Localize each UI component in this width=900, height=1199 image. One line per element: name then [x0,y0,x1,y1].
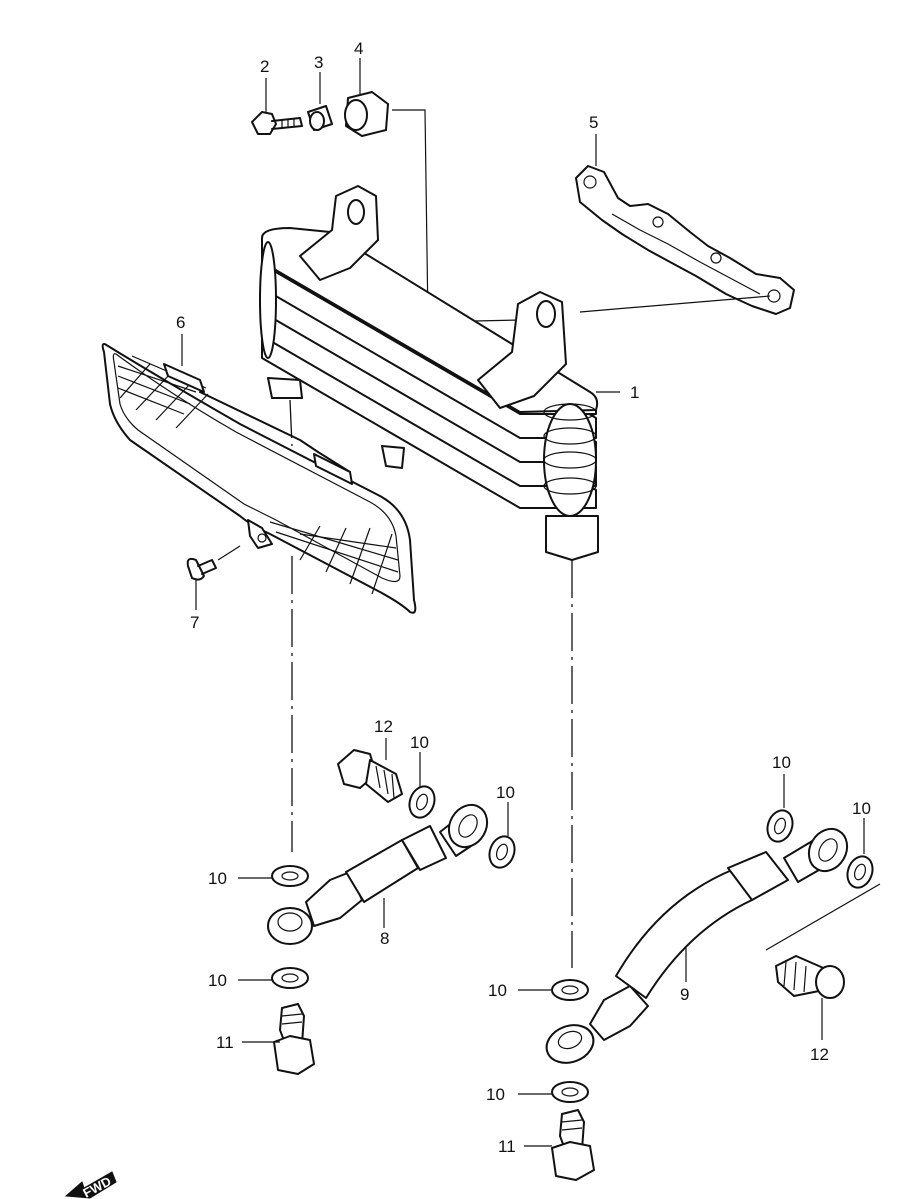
callout-10-b: 10 [496,783,515,802]
part-10-washer-f [846,855,874,889]
part-5-bracket [575,165,795,315]
part-12-union-bolt-right [775,955,845,999]
callout-10-d: 10 [208,971,227,990]
part-10-washer-b [488,835,516,869]
part-1-oil-cooler [259,185,599,561]
part-12-union-bolt-upper [337,749,403,803]
part-4-cushion [344,91,389,137]
part-10-washer-d [271,967,309,989]
callout-12-upper: 12 [374,717,393,736]
callout-10-g: 10 [488,981,507,1000]
callout-6: 6 [176,313,185,332]
part-10-washer-c [271,865,309,887]
callout-4: 4 [354,39,363,58]
callout-9: 9 [680,985,689,1004]
callout-labels: 2 3 4 5 1 6 7 12 10 10 10 8 10 11 10 10 … [176,39,871,1156]
callout-3: 3 [314,53,323,72]
callout-10-e: 10 [772,753,791,772]
forward-direction-arrow: FWD [64,1171,117,1199]
callout-5: 5 [589,113,598,132]
callout-8: 8 [380,929,389,948]
part-11-union-bolt-left [273,1003,315,1075]
part-10-washer-g [551,979,589,1001]
part-9-oil-hose [545,827,849,1064]
callout-12-right: 12 [810,1045,829,1064]
part-10-washer-a [408,785,436,819]
part-2-bolt [251,111,303,135]
leader-lines [181,58,865,1147]
part-6-cooler-guard [101,343,417,614]
callout-7: 7 [190,613,199,632]
callout-10-a: 10 [410,733,429,752]
part-3-collar [307,105,333,131]
callout-10-h: 10 [486,1085,505,1104]
callout-1: 1 [630,383,639,402]
part-11-union-bolt-right [551,1109,595,1181]
part-7-screw [186,545,241,581]
callout-10-c: 10 [208,869,227,888]
callout-11-right: 11 [498,1137,516,1156]
part-10-washer-h [551,1081,589,1103]
part-10-washer-e [766,809,794,843]
callout-11-left: 11 [216,1033,234,1052]
callout-10-f: 10 [852,799,871,818]
part-8-oil-hose [267,803,489,945]
callout-2: 2 [260,57,269,76]
